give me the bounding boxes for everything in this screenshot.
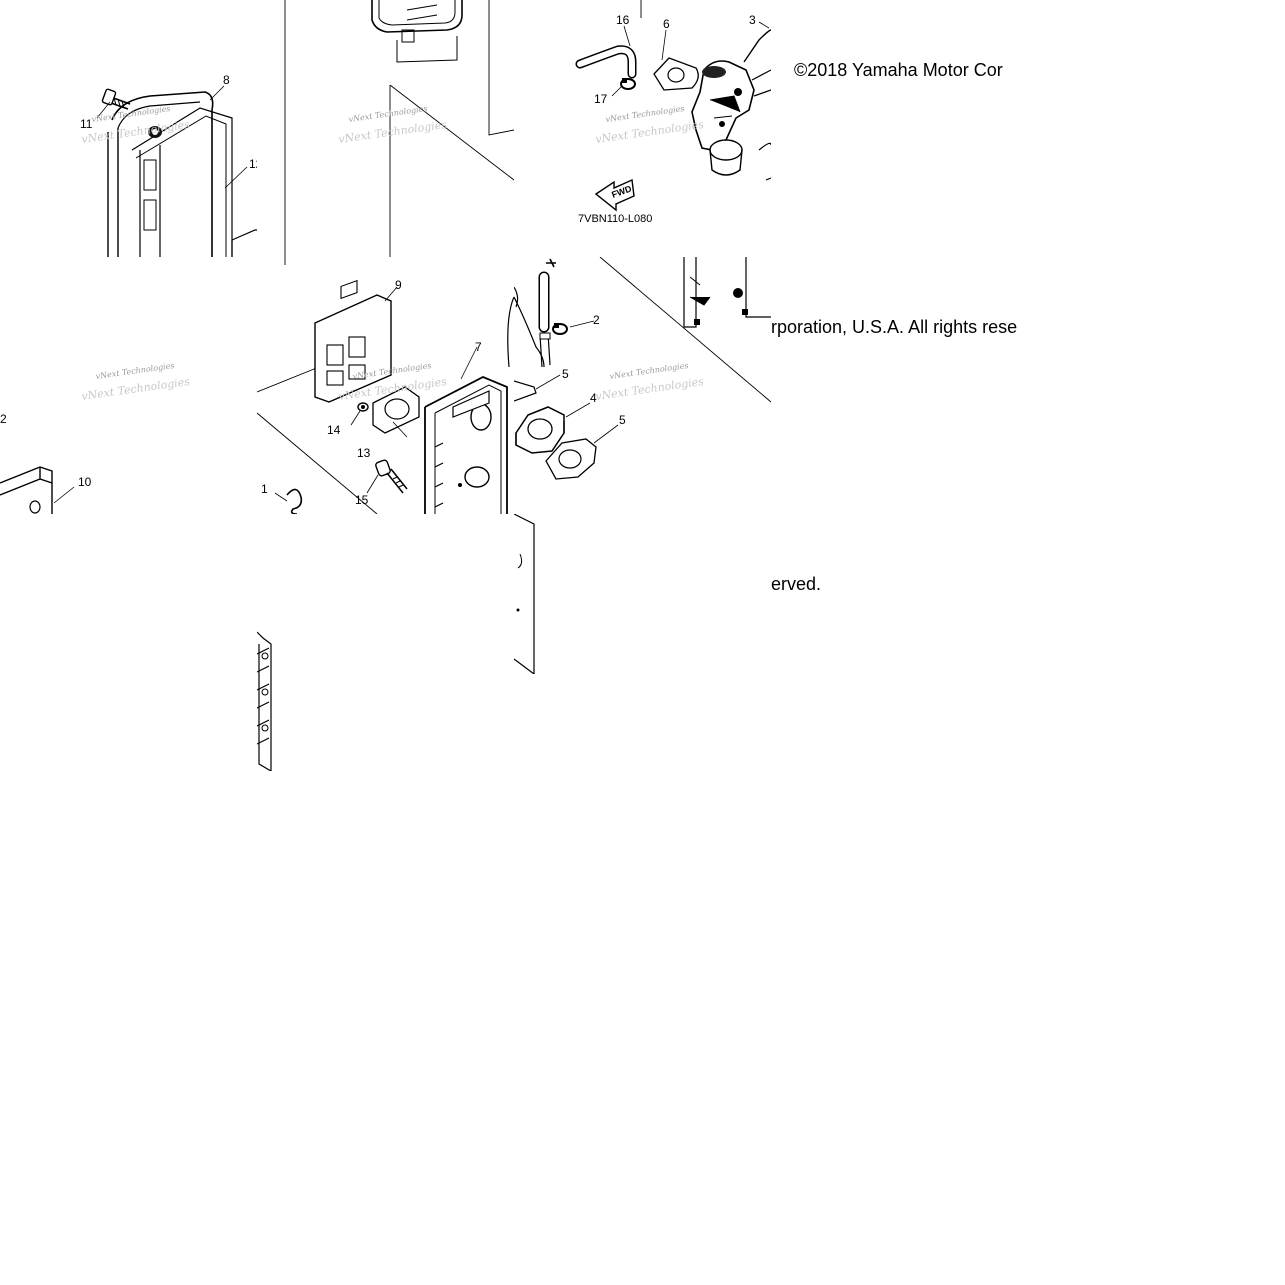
block-10-drawing: 10 2 vNext Technologies vNext Technologi… <box>0 361 191 514</box>
diagram-tile-top-left: 8 11 12 vNext Technologies vNext Technol… <box>0 0 257 257</box>
watermark-text: vNext Technologies <box>91 104 171 124</box>
hose-16-drawing <box>575 45 637 79</box>
watermark-text: vNext Technologies <box>348 104 428 124</box>
callout-11: 11 <box>80 117 93 131</box>
fwd-arrow-icon: FWD <box>594 178 635 212</box>
copyright-fragment-3: erved. <box>771 574 871 595</box>
cover-box-drawing: vNext Technologies vNext Technologies <box>284 0 514 257</box>
callout-2: 2 <box>0 412 7 426</box>
drawing-code: 7VBN110-L080 <box>578 213 652 225</box>
callout-15: 15 <box>355 493 369 507</box>
copyright-fragment-2: rporation, U.S.A. All rights rese <box>771 317 1031 338</box>
callout-10: 10 <box>78 475 92 489</box>
clamp-17-drawing <box>620 78 636 90</box>
bolt-11-drawing <box>101 88 131 110</box>
callout-3: 3 <box>749 13 756 27</box>
spacer-assembly-drawing: 2 5 4 5 vNext Technologies vNext Technol… <box>514 257 771 480</box>
callout-2: 2 <box>593 313 600 327</box>
callout-5: 5 <box>562 367 569 381</box>
callout-5: 5 <box>619 413 626 427</box>
copyright-text: erved. <box>771 574 822 594</box>
callout-6: 6 <box>663 17 670 31</box>
plate-edge-drawing <box>514 514 535 674</box>
callout-13: 13 <box>357 446 371 460</box>
carburetor-body-drawing <box>691 29 771 181</box>
diagram-tile-center: 9 7 14 13 15 1 vNext Technologies vNext … <box>257 257 514 514</box>
callout-16: 16 <box>616 13 630 27</box>
diagram-tile-bottom-center <box>257 514 514 771</box>
copyright-text: ©2018 Yamaha Motor Cor <box>794 60 1003 80</box>
gasket-5-drawing <box>545 438 597 480</box>
gasket-6-drawing <box>653 57 699 91</box>
callout-17: 17 <box>594 92 608 106</box>
callout-1: 1 <box>261 482 268 496</box>
copyright-fragment-1: ©2018 Yamaha Motor Cor <box>794 60 1028 81</box>
joint-assembly-drawing: 9 7 14 13 15 1 vNext Technologies vNext … <box>257 257 514 514</box>
clamp-2-drawing <box>552 323 568 335</box>
carburetor-drawing: FWD 7VBN110-L080 16 6 3 17 vNext Technol… <box>575 0 771 225</box>
callout-12: 12 <box>249 157 257 171</box>
air-filter-case-drawing: 8 11 12 vNext Technologies vNext Technol… <box>80 73 257 257</box>
spacer-4-drawing <box>515 406 565 454</box>
joint-plate-7-drawing <box>424 376 508 514</box>
copyright-text: rporation, U.S.A. All rights rese <box>771 317 1018 337</box>
breather-hose-drawing <box>514 258 556 368</box>
plate-lower-drawing <box>257 631 272 771</box>
callout-4: 4 <box>590 391 597 405</box>
diagram-tile-bottom-right <box>514 514 535 674</box>
callout-14: 14 <box>327 423 341 437</box>
diagram-tile-top-right: FWD 7VBN110-L080 16 6 3 17 vNext Technol… <box>514 0 771 257</box>
diagram-tile-middle-left: 10 2 vNext Technologies vNext Technologi… <box>0 257 257 514</box>
gasket-9-drawing <box>314 279 392 403</box>
diagram-tile-top-middle: vNext Technologies vNext Technologies <box>257 0 514 257</box>
callout-7: 7 <box>475 340 482 354</box>
bolt-15-drawing <box>375 459 408 494</box>
watermark-text: vNext Technologies <box>605 104 685 124</box>
callout-8: 8 <box>223 73 230 87</box>
diagram-tile-middle-right: 2 5 4 5 vNext Technologies vNext Technol… <box>514 257 771 514</box>
callout-9: 9 <box>395 278 402 292</box>
gasket-13-drawing <box>372 386 420 434</box>
